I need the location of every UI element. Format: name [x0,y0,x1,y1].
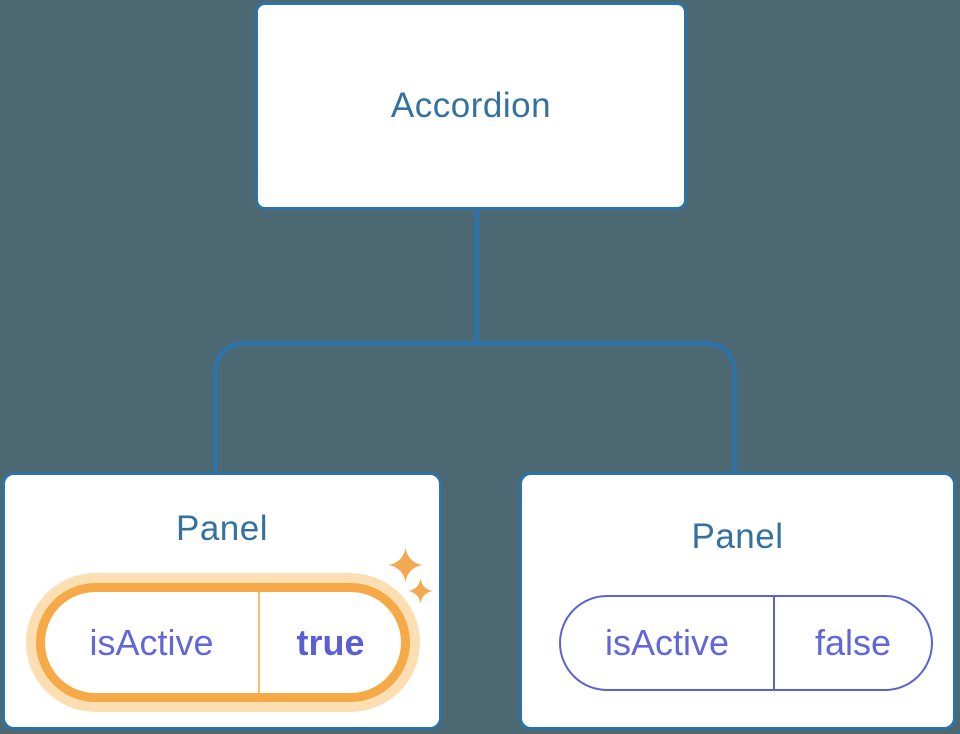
panel-node-active: Panel isActive true [2,472,442,730]
panel-node-inactive: Panel isActive false [519,472,956,730]
sparkle-icon [408,578,433,604]
prop-pill-divider [258,592,260,693]
panel-node-label: Panel [175,509,269,548]
prop-name: isActive [89,621,214,663]
accordion-node-label: Accordion [390,86,552,125]
accordion-node: Accordion [255,2,687,210]
prop-pill-inactive: isActive false [559,595,933,691]
prop-value: false [814,622,892,663]
prop-pill-active: isActive true [36,583,410,702]
connector-stem [474,209,479,343]
connector-branch [213,341,737,472]
prop-name: isActive [604,622,730,663]
prop-value: true [296,621,365,663]
panel-node-label: Panel [691,517,784,556]
prop-pill-divider [773,597,775,689]
sparkle-icon [388,547,423,583]
